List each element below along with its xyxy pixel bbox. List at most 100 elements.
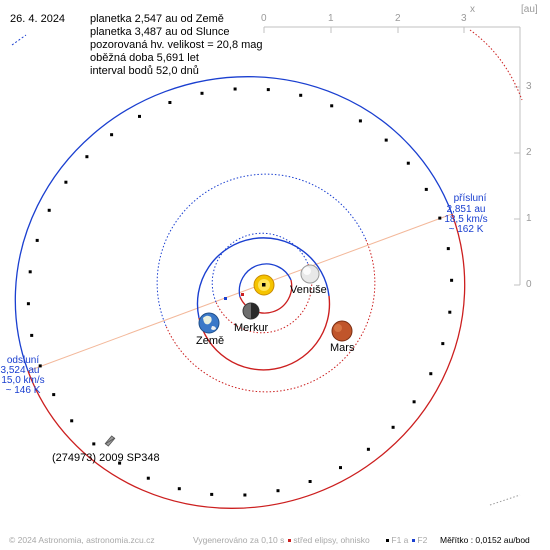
second-focus-marker (224, 297, 227, 300)
asteroid-orbit-point (406, 161, 410, 165)
venus-orbit-upper (211, 232, 309, 303)
asteroid-orbit-point (30, 333, 34, 337)
legend-center-label: střed elipsy, ohnisko (293, 535, 370, 545)
perihelion-speed: 18,5 km/s (444, 214, 488, 225)
legend-center: střed elipsy, ohnisko (288, 535, 370, 545)
date-label: 26. 4. 2024 (10, 13, 66, 25)
footer: © 2024 Astronomia, astronomia.zcu.cz Vyg… (0, 533, 550, 547)
asteroid-orbit-point (330, 104, 334, 108)
legend-f2-label: F2 (417, 535, 428, 545)
venus-label: Venuše (290, 284, 327, 296)
asteroid-orbit-point (266, 88, 270, 92)
x-tick-3: 3 (461, 13, 467, 24)
mars-orbit-upper (156, 173, 367, 327)
asteroid-orbit-point (446, 247, 450, 251)
x-tick-0: 0 (261, 13, 267, 24)
perihelion-title: přísluní (453, 193, 487, 204)
asteroid-orbit-point (233, 87, 237, 91)
info-interval: interval bodů 52,0 dnů (90, 65, 199, 77)
asteroid-orbit-point (177, 487, 181, 491)
venus-orbit-lower (215, 263, 313, 334)
generation-time: Vygenerováno za 0,10 s (193, 535, 285, 545)
earth-orbit-upper (196, 237, 330, 319)
asteroid-orbit-point (52, 393, 56, 397)
info-sun-distance: planetka 3,487 au od Slunce (90, 26, 230, 38)
info-period: oběžná doba 5,691 let (90, 52, 199, 64)
asteroid-orbit-point (339, 466, 342, 470)
asteroid-orbit-point (47, 208, 51, 212)
asteroid-orbit-point (384, 138, 388, 142)
asteroid-label: (274973) 2009 SP348 (52, 452, 160, 464)
ellipse-center-marker (241, 293, 244, 296)
asteroid-orbit-point (448, 310, 452, 314)
asteroid-orbit-point (28, 270, 32, 274)
asteroid-marker (104, 435, 116, 447)
asteroid-orbit-point (210, 492, 214, 496)
legend-f1-label: F1 a (391, 535, 409, 545)
legend-f1: F1 a (386, 535, 408, 545)
apsis-line (27, 213, 453, 372)
asteroid-orbit-point (438, 216, 442, 220)
asteroid-orbit-point (358, 119, 362, 123)
y-tick-1: 1 (526, 213, 532, 224)
asteroid-orbit-point (391, 425, 395, 429)
asteroid-orbit-upper (14, 76, 453, 372)
x-axis-label: x (470, 4, 475, 15)
aphelion-speed: 15,0 km/s (1, 375, 45, 386)
y-tick-3: 3 (526, 81, 532, 92)
asteroid-orbit-point (450, 278, 454, 282)
scale-label: Měřítko : 0,0152 au/bod (440, 535, 530, 545)
venus-planet (300, 264, 320, 284)
info-magnitude: pozorovaná hv. velikost = 20,8 mag (90, 39, 263, 51)
asteroid-orbit-point (276, 489, 280, 493)
y-tick-0: 0 (526, 279, 532, 290)
aphelion-title: odsluní (6, 355, 40, 366)
asteroid-orbit-point (412, 400, 416, 404)
earth-label: Země (196, 335, 225, 347)
asteroid-orbit-point (35, 238, 39, 242)
earth-planet (198, 312, 220, 334)
asteroid-orbit-point (64, 180, 68, 184)
x-tick-2: 2 (395, 13, 401, 24)
copyright-link[interactable]: © 2024 Astronomia, astronomia.zcu.cz (9, 535, 155, 545)
asteroid-orbit-point (85, 155, 89, 159)
asteroid-orbit-point (441, 342, 445, 346)
asteroid-orbit-point (168, 101, 172, 104)
asteroid-orbit-point (92, 442, 96, 446)
asteroid-orbit-point (299, 93, 303, 97)
info-earth-distance: planetka 2,547 au od Země (90, 13, 224, 25)
asteroid-orbit-point (70, 419, 74, 423)
asteroid-orbit-point (308, 480, 312, 483)
asteroid-orbit-point (110, 133, 114, 137)
asteroid-orbit-lower (27, 213, 466, 509)
asteroid-orbit-point (38, 364, 42, 368)
asteroid-orbit-point (429, 372, 433, 376)
perihelion-distance: 2,851 au (446, 204, 486, 215)
legend-f2: F2 (412, 535, 427, 545)
unit-label: [au] (521, 4, 538, 15)
y-tick-2: 2 (526, 147, 532, 158)
perihelion-temperature: ~ 162 K (448, 224, 484, 235)
asteroid-orbit-point (118, 461, 122, 465)
asteroid-orbit-point (243, 493, 247, 497)
orbit-legend-stroke (11, 34, 27, 46)
asteroid-orbit-point (146, 476, 150, 480)
asteroid-orbit-point (138, 114, 141, 118)
aphelion-distance: 3,524 au (0, 365, 40, 376)
axis-frame (263, 26, 521, 286)
mercury-planet (242, 302, 260, 320)
mercury-label: Merkur (234, 322, 269, 334)
aphelion-temperature: ~ 146 K (5, 385, 41, 396)
outer-dotted-arc-bottom (489, 494, 521, 506)
orbit-markers (26, 87, 454, 497)
mercury-orbit-upper (238, 263, 292, 298)
x-tick-1: 1 (328, 13, 334, 24)
earth-orbit-lower (198, 295, 331, 371)
outer-dotted-arc-top (469, 29, 523, 101)
sun (253, 274, 275, 296)
mars-planet (331, 320, 353, 342)
mars-label: Mars (330, 342, 355, 354)
asteroid-orbit-point (26, 302, 30, 306)
asteroid-orbit-point (366, 447, 370, 451)
